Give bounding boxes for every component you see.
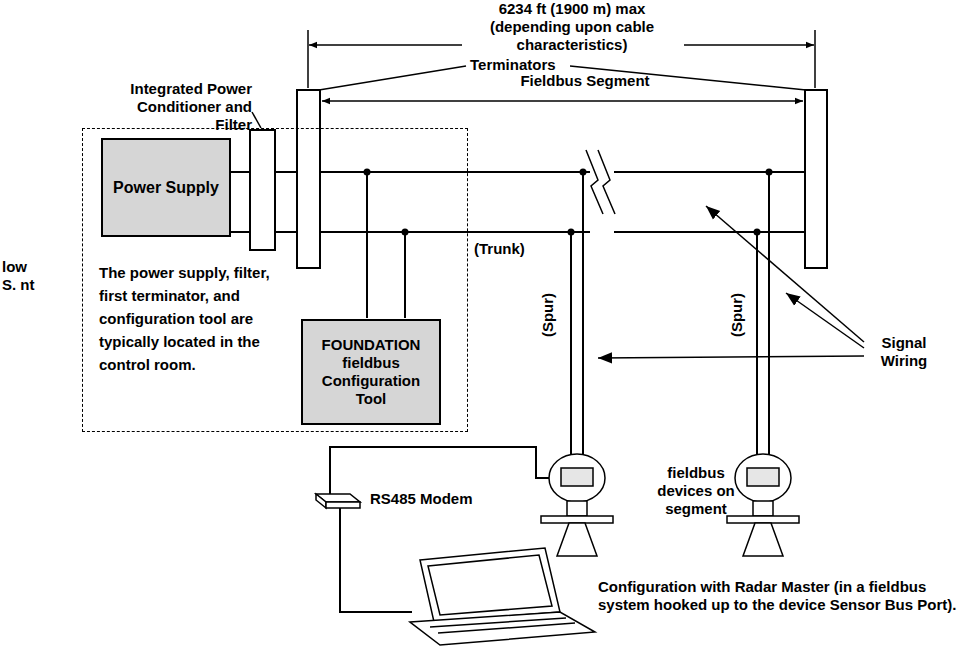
radar-transmitter (727, 516, 799, 523)
segment-arrow (322, 100, 803, 102)
break-mark (586, 150, 603, 214)
dimension-line (309, 44, 462, 46)
segment-label: Fieldbus Segment (515, 72, 655, 90)
leader-line (252, 66, 806, 128)
radar-transmitter (541, 516, 613, 523)
trunk-wire (230, 171, 250, 173)
spur-wire (570, 232, 572, 456)
trunk-wire (320, 171, 590, 173)
radar-transmitter (747, 468, 779, 486)
signal-arrow (598, 206, 864, 358)
wire-label: (Spur) (539, 285, 557, 345)
rs485-modem (326, 502, 360, 508)
spur-wire (768, 172, 770, 456)
filter-box (250, 130, 275, 250)
trunk-wire (275, 231, 297, 233)
note-label: Configuration with Radar Master (in a fi… (598, 578, 966, 614)
segment-arrow (322, 100, 803, 102)
wire-label: (Trunk) (474, 240, 544, 258)
leader-line (252, 112, 261, 128)
trunk-wire (614, 171, 805, 173)
dimension-label: 6234 ft (1900 m) max (depending upon cab… (472, 0, 672, 54)
laptop (438, 623, 575, 633)
break-mark (598, 150, 615, 214)
break-mark (586, 150, 615, 214)
trunk-wire (230, 231, 250, 233)
trunk-wire (230, 172, 805, 232)
control-room-region: The power supply, filter, first terminat… (82, 128, 468, 432)
radar-transmitter (727, 454, 799, 556)
callout-label: Signal Wiring (868, 334, 940, 370)
leader-line (319, 66, 466, 90)
dimension-line (307, 30, 309, 88)
modem-cable (330, 447, 549, 494)
signal-arrow (598, 356, 864, 358)
trunk-wire (320, 231, 590, 233)
junction-dot (402, 229, 409, 236)
box-label: FOUNDATION fieldbus Configuration Tool (309, 336, 433, 408)
configuration-tool-box: FOUNDATION fieldbus Configuration Tool (301, 319, 441, 425)
modem-label: RS485 Modem (370, 490, 490, 508)
radar-transmitter (541, 454, 613, 556)
radar-transmitter (743, 523, 783, 556)
trunk-wire (275, 171, 297, 173)
radar-transmitter (561, 468, 593, 486)
junction-dot (364, 169, 371, 176)
radar-transmitter (753, 501, 773, 516)
radar-transmitter (567, 501, 587, 516)
radar-transmitter (735, 454, 791, 502)
dimension-line (684, 44, 814, 46)
junction-dot (580, 169, 587, 176)
radar-transmitter (549, 454, 605, 502)
wire-label: (Spur) (728, 285, 746, 345)
dimension-line (814, 30, 816, 88)
modem-cable (340, 507, 412, 612)
device-label: fieldbus devices on segment (646, 464, 746, 518)
laptop (420, 548, 560, 622)
cut-off-text: low S. nt (2, 258, 36, 294)
signal-arrow (786, 293, 864, 348)
radar-transmitter (557, 523, 597, 556)
junction-dot (364, 169, 773, 236)
rs485-modem (316, 494, 326, 508)
laptop (428, 555, 552, 615)
laptop (410, 548, 595, 645)
region-note: The power supply, filter, first terminat… (99, 261, 294, 376)
spur-wire (366, 172, 368, 318)
rs485-modem (316, 494, 360, 508)
power-supply-box: Power Supply (101, 138, 231, 237)
spur-wire (582, 172, 584, 456)
filter-box (250, 130, 275, 250)
trunk-wire (614, 231, 805, 233)
terminator (805, 90, 827, 268)
junction-dot (568, 229, 575, 236)
part-label: Terminators (470, 56, 570, 74)
spur-wire (404, 232, 406, 318)
spur-wire (756, 232, 758, 456)
terminator (297, 90, 320, 268)
junction-dot (754, 229, 761, 236)
laptop (410, 612, 595, 645)
box-label: Power Supply (113, 179, 219, 197)
part-label: Integrated Power Conditioner and Filter (118, 80, 252, 134)
junction-dot (766, 169, 773, 176)
